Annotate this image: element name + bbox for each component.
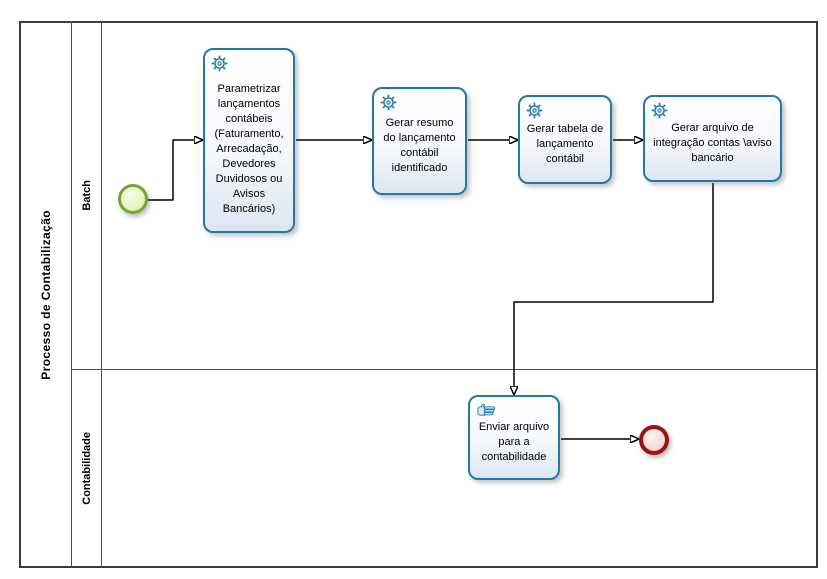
lane-batch-header: Batch bbox=[72, 21, 101, 369]
task-label: Gerar arquivo de integração contas \avis… bbox=[653, 122, 772, 164]
pool-header: Processo de Contabilização bbox=[21, 23, 71, 566]
gear-icon bbox=[651, 102, 668, 119]
task-enviar-arquivo[interactable]: Enviar arquivo para a contabilidade bbox=[468, 395, 560, 480]
gear-icon bbox=[211, 55, 228, 72]
task-gerar-tabela[interactable]: Gerar tabela de lançamento contábil bbox=[518, 95, 612, 184]
pool-border bbox=[19, 21, 818, 568]
task-label: Gerar tabela de lançamento contábil bbox=[526, 123, 604, 165]
lane-contabilidade-header: Contabilidade bbox=[72, 369, 101, 568]
lane-batch-label: Batch bbox=[80, 179, 93, 211]
start-event[interactable] bbox=[118, 184, 148, 214]
task-label: Gerar resumo do lançamento contábil iden… bbox=[383, 117, 456, 174]
pool-title-divider bbox=[71, 21, 72, 568]
task-gerar-resumo[interactable]: Gerar resumo do lançamento contábil iden… bbox=[372, 87, 467, 195]
lane-contabilidade-label: Contabilidade bbox=[80, 432, 93, 505]
end-event[interactable] bbox=[639, 425, 669, 455]
task-label: Parametrizar lançamentos contábeis (Fatu… bbox=[214, 83, 284, 215]
gear-icon bbox=[380, 94, 397, 111]
task-label: Enviar arquivo para a contabilidade bbox=[478, 421, 550, 463]
pool-title: Processo de Contabilização bbox=[39, 209, 53, 380]
manual-task-hand-icon bbox=[477, 403, 496, 417]
task-parametrizar-lancamentos[interactable]: Parametrizar lançamentos contábeis (Fatu… bbox=[203, 48, 295, 233]
gear-icon bbox=[526, 102, 543, 119]
lane-label-divider bbox=[101, 21, 102, 568]
task-gerar-arquivo-integracao[interactable]: Gerar arquivo de integração contas \avis… bbox=[643, 95, 782, 182]
lane-divider bbox=[71, 369, 818, 370]
